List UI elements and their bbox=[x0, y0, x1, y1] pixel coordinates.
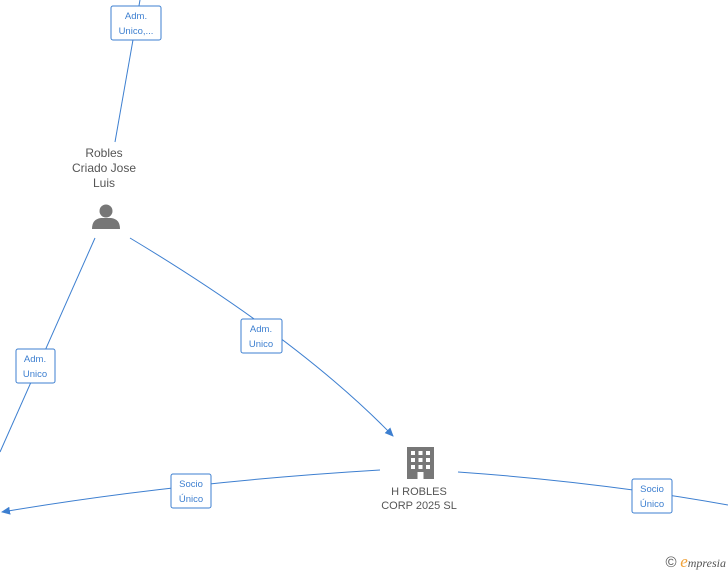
person-name-line-3: Luis bbox=[92, 176, 115, 190]
building-icon[interactable] bbox=[407, 447, 434, 479]
edge-label-top-line-2: Unico,... bbox=[119, 26, 154, 37]
edge-label-left-line-2: Unico bbox=[23, 369, 47, 380]
company-name-line-1: H ROBLES bbox=[391, 486, 447, 498]
person-name-line-1: Robles bbox=[85, 146, 123, 160]
edge-label-center[interactable]: Adm. Unico bbox=[240, 318, 283, 354]
edge-label-bottom-left-line-2: Único bbox=[179, 494, 203, 505]
edge-label-center-line-1: Adm. bbox=[250, 324, 272, 335]
company-name-line-2: CORP 2025 SL bbox=[381, 500, 457, 512]
edge-label-bottom-right-line-2: Único bbox=[640, 499, 664, 510]
brand-initial: e bbox=[680, 552, 688, 571]
watermark: © empresia bbox=[666, 552, 726, 572]
edge-label-center-line-2: Unico bbox=[249, 339, 273, 350]
person-name-line-2: Criado Jose bbox=[71, 161, 137, 175]
edge-label-left[interactable]: Adm. Unico bbox=[15, 348, 56, 384]
person-icon[interactable] bbox=[92, 204, 120, 230]
edge-label-bottom-left-line-1: Socio bbox=[179, 479, 203, 490]
edge-label-bottom-right[interactable]: Socio Único bbox=[631, 478, 673, 514]
company-name[interactable]: H ROBLES CORP 2025 SL bbox=[365, 485, 473, 513]
brand-name: mpresia bbox=[687, 556, 726, 570]
edge-left bbox=[0, 237, 96, 453]
edge-label-left-line-1: Adm. bbox=[24, 354, 46, 365]
person-name[interactable]: Robles Criado Jose Luis bbox=[58, 146, 150, 191]
edge-label-bottom-left[interactable]: Socio Único bbox=[170, 473, 212, 509]
edge-label-top[interactable]: Adm. Unico,... bbox=[110, 5, 162, 41]
edge-bottom-right bbox=[457, 471, 728, 506]
copyright-symbol: © bbox=[665, 554, 677, 571]
edge-label-top-line-1: Adm. bbox=[125, 11, 147, 22]
edge-label-bottom-right-line-1: Socio bbox=[640, 484, 664, 495]
